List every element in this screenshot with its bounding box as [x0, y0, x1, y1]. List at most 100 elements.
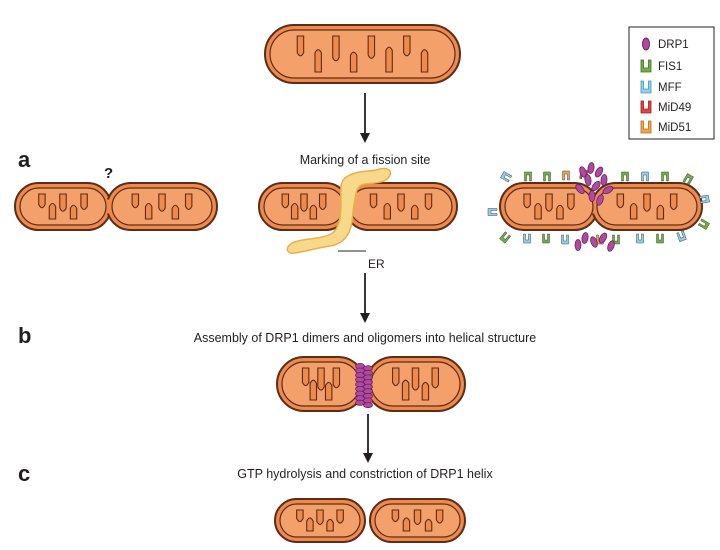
receptor-icon: [636, 233, 644, 244]
crista: [48, 202, 57, 220]
crista: [403, 35, 411, 57]
mitochondrion-daughter-left: [274, 498, 366, 543]
drp1-icon: [642, 37, 650, 51]
crista: [38, 193, 46, 209]
receptor-icon: [487, 208, 498, 216]
crista: [431, 367, 440, 389]
crista: [435, 509, 444, 524]
crista: [296, 509, 304, 523]
crista: [300, 193, 308, 212]
crista: [336, 509, 344, 524]
crista: [317, 367, 325, 391]
drp1-icon: [602, 185, 614, 195]
legend-label-drp1: DRP1: [658, 39, 689, 51]
crista: [69, 204, 78, 220]
crista: [332, 367, 341, 389]
drp1-icon: [596, 194, 604, 206]
legend-item-mid51: MiD51: [640, 120, 691, 134]
crista: [421, 381, 430, 401]
step-c-letter: c: [18, 461, 30, 486]
crista: [410, 204, 419, 220]
mitochondrion-initial: [264, 24, 461, 84]
crista: [367, 35, 376, 59]
crista: [324, 381, 333, 401]
crista: [413, 509, 422, 526]
drp1-icon: [588, 190, 596, 202]
drp1-icon: [590, 236, 598, 248]
crista: [391, 367, 400, 387]
receptor-icon: [562, 170, 570, 181]
drp1-icon: [574, 239, 582, 251]
crista: [158, 193, 166, 212]
legend-label-mid49: MiD49: [658, 102, 691, 114]
crista: [643, 193, 651, 212]
er-label: ER: [368, 257, 385, 271]
mff-icon: [640, 80, 652, 94]
crista: [391, 509, 400, 523]
adaptor-receptors: [487, 169, 710, 245]
legend: DRP1 FIS1 MFF MiD49 MiD51: [628, 26, 715, 140]
fis1-icon: [640, 59, 652, 73]
mid51-icon: [640, 120, 652, 134]
crista: [80, 193, 88, 211]
legend-item-mid49: MiD49: [640, 100, 691, 114]
drp1-icon: [587, 162, 595, 174]
drp1-recruited: [574, 162, 615, 252]
crista: [401, 379, 410, 401]
crista: [184, 193, 193, 211]
drp1-icon: [575, 183, 585, 195]
receptor-icon: [542, 233, 550, 244]
drp1-helix: [355, 362, 373, 409]
crista: [314, 49, 322, 73]
receptor-icon: [621, 171, 629, 182]
crista: [281, 193, 290, 209]
receptor-icon: [543, 171, 551, 182]
crista: [629, 202, 638, 220]
crista: [385, 46, 393, 73]
crista: [411, 367, 420, 391]
crista: [383, 202, 392, 220]
crista: [306, 517, 314, 532]
drp1-icon: [607, 240, 615, 252]
mid49-icon: [640, 100, 652, 114]
crista: [616, 193, 625, 209]
receptor-icon: [641, 171, 649, 182]
receptor-icon: [699, 194, 710, 204]
mitochondrion-daughter-right: [369, 498, 466, 543]
receptor-icon: [661, 171, 669, 182]
drp1-icon: [363, 402, 373, 409]
legend-item-drp1: DRP1: [642, 37, 689, 51]
drp1-icon: [598, 232, 608, 244]
crista: [309, 379, 318, 401]
crista: [309, 204, 318, 220]
crista: [296, 35, 305, 57]
crista: [523, 193, 531, 209]
receptor-icon: [524, 171, 532, 182]
crista: [326, 518, 334, 532]
crista: [545, 193, 553, 212]
receptor-icon: [697, 218, 710, 230]
crista: [656, 204, 665, 220]
receptor-icon: [682, 173, 694, 186]
mitochondrion-constricted: [14, 182, 218, 231]
drp1-icon: [584, 174, 592, 186]
drp1-icon: [600, 174, 608, 186]
crista: [144, 202, 153, 220]
crista: [424, 193, 433, 211]
crista: [301, 367, 310, 387]
crista: [332, 35, 340, 62]
receptor-icon: [500, 171, 513, 183]
receptor-icon: [656, 233, 664, 244]
crista: [290, 202, 299, 220]
mitochondrion-with-er: [258, 182, 458, 231]
crista: [420, 49, 429, 73]
question-mark: ?: [104, 165, 113, 182]
legend-label-fis1: FIS1: [658, 61, 682, 73]
step-a-letter: a: [18, 147, 31, 172]
legend-item-mff: MFF: [640, 80, 682, 94]
drp1-icon: [594, 166, 604, 178]
crista: [316, 509, 324, 526]
step-a-caption: Marking of a fission site: [300, 153, 431, 167]
receptor-icon: [499, 231, 512, 244]
